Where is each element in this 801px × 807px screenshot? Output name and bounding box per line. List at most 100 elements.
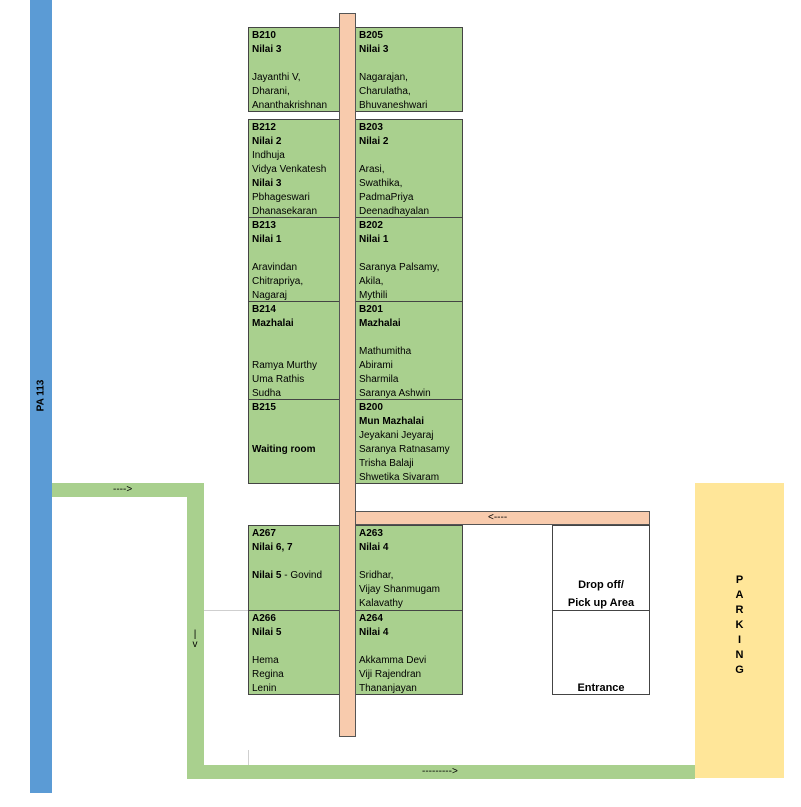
parking-letter: G bbox=[735, 664, 744, 676]
room-person: Dhanasekaran bbox=[252, 206, 318, 217]
path-vertical bbox=[187, 483, 204, 779]
room-group: Mun Mazhalai bbox=[359, 416, 425, 427]
room-person: Akila, bbox=[359, 276, 384, 287]
room-b213: B213 Nilai 1 Aravindan Chitrapriya, Naga… bbox=[248, 217, 340, 302]
room-person bbox=[252, 345, 336, 359]
road-label: PA 113 bbox=[35, 379, 47, 411]
room-person: Sudha bbox=[252, 388, 281, 399]
room-number: B215 bbox=[252, 402, 276, 413]
room-person: Viji Rajendran bbox=[359, 669, 422, 680]
arrow-down: |v bbox=[192, 629, 198, 650]
room-person bbox=[359, 555, 459, 569]
parking-letter: P bbox=[735, 574, 744, 586]
room-person bbox=[359, 247, 459, 261]
room-person: Dharani, bbox=[252, 86, 290, 97]
room-group: Nilai 5 bbox=[252, 570, 282, 581]
room-number: B201 bbox=[359, 304, 383, 315]
room-number: A266 bbox=[252, 613, 276, 624]
room-person bbox=[252, 640, 336, 654]
room-b212: B212 Nilai 2 Indhuja Vidya Venkatesh Nil… bbox=[248, 119, 340, 218]
room-a267: A267 Nilai 6, 7 Nilai 5 - Govind bbox=[248, 525, 340, 611]
arrow-right-hall: <---- bbox=[488, 512, 508, 523]
room-number: A267 bbox=[252, 528, 276, 539]
room-group: Mazhalai bbox=[252, 318, 294, 329]
room-number: B205 bbox=[359, 30, 383, 41]
room-group: Nilai 3 bbox=[252, 44, 282, 55]
room-number: B214 bbox=[252, 304, 276, 315]
guide-line-horizontal bbox=[204, 610, 249, 611]
parking-letter: R bbox=[735, 604, 744, 616]
room-person: Thananjayan bbox=[359, 683, 417, 694]
guide-line-vertical bbox=[248, 750, 249, 765]
room-person: Arasi, bbox=[359, 164, 385, 175]
room-b210: B210 Nilai 3 Jayanthi V, Dharani, Ananth… bbox=[248, 27, 340, 112]
road-label-container: PA 113 bbox=[30, 360, 52, 430]
room-number: B203 bbox=[359, 122, 383, 133]
room-person: Chitrapriya, bbox=[252, 276, 304, 287]
room-b214: B214 Mazhalai Ramya Murthy Uma Rathis Su… bbox=[248, 301, 340, 400]
room-group: Nilai 2 bbox=[359, 136, 389, 147]
room-person: Jeyakani Jeyaraj bbox=[359, 430, 434, 441]
room-b215: B215 Waiting room bbox=[248, 399, 340, 484]
room-group: Nilai 2 bbox=[252, 136, 282, 147]
room-person: Aravindan bbox=[252, 262, 298, 273]
room-person: Shwetika Sivaram bbox=[359, 472, 440, 483]
room-person: PadmaPriya bbox=[359, 192, 414, 203]
room-group: Nilai 4 bbox=[359, 627, 389, 638]
room-blank bbox=[252, 415, 336, 429]
room-person: Nagarajan, bbox=[359, 72, 408, 83]
room-number: B212 bbox=[252, 122, 276, 133]
hallway-vertical bbox=[339, 13, 356, 737]
room-person: Mathumitha bbox=[359, 346, 412, 357]
room-group-line: Nilai 5 - Govind bbox=[252, 569, 336, 583]
parking-area: P A R K I N G bbox=[695, 483, 784, 778]
room-a263: A263 Nilai 4 Sridhar, Vijay Shanmugam Ka… bbox=[355, 525, 463, 611]
room-b201: B201 Mazhalai Mathumitha Abirami Sharmil… bbox=[355, 301, 463, 400]
room-group: Nilai 6, 7 bbox=[252, 542, 293, 553]
room-person: Nagaraj bbox=[252, 290, 288, 301]
room-person: Mythili bbox=[359, 290, 388, 301]
room-person: Sharmila bbox=[359, 374, 399, 385]
parking-letter: N bbox=[735, 649, 744, 661]
room-person: Lenin bbox=[252, 683, 277, 694]
room-person: Saranya Ratnasamy bbox=[359, 444, 450, 455]
room-person bbox=[359, 331, 459, 345]
room-person: Deenadhayalan bbox=[359, 206, 430, 217]
room-group: Waiting room bbox=[252, 444, 316, 455]
room-person: Uma Rathis bbox=[252, 374, 305, 385]
room-b200: B200 Mun Mazhalai Jeyakani Jeyaraj Saran… bbox=[355, 399, 463, 484]
path-bottom-horizontal bbox=[187, 765, 695, 779]
room-number: B202 bbox=[359, 220, 383, 231]
room-person: Swathika, bbox=[359, 178, 403, 189]
room-person bbox=[252, 57, 336, 71]
entrance-label: Entrance bbox=[577, 682, 625, 694]
room-person bbox=[359, 640, 459, 654]
room-number: A263 bbox=[359, 528, 383, 539]
room-person: Jayanthi V, bbox=[252, 72, 301, 83]
parking-letter: K bbox=[735, 619, 744, 631]
room-person: Kalavathy bbox=[359, 598, 403, 609]
room-group: Nilai 3 bbox=[252, 178, 282, 189]
room-person: Saranya Palsamy, bbox=[359, 262, 440, 273]
room-group: Nilai 1 bbox=[359, 234, 389, 245]
parking-letter: I bbox=[737, 634, 742, 646]
room-person: - Govind bbox=[281, 570, 323, 581]
room-person: Ananthakrishnan bbox=[252, 100, 328, 111]
room-person: Ramya Murthy bbox=[252, 360, 318, 371]
room-person bbox=[252, 247, 336, 261]
room-person: Trisha Balaji bbox=[359, 458, 414, 469]
room-person: Bhuvaneshwari bbox=[359, 100, 428, 111]
arrow-top-left: ----> bbox=[113, 484, 133, 495]
dropoff-label-1: Drop off/ bbox=[578, 579, 624, 591]
room-person: Charulatha, bbox=[359, 86, 411, 97]
dropoff-label-2: Pick up Area bbox=[567, 597, 635, 609]
room-person: Indhuja bbox=[252, 150, 285, 161]
room-group: Nilai 1 bbox=[252, 234, 282, 245]
dropoff-area: Drop off/ Pick up Area bbox=[552, 525, 650, 611]
parking-letter: A bbox=[735, 589, 744, 601]
room-person: Abirami bbox=[359, 360, 393, 371]
room-person bbox=[359, 149, 459, 163]
room-number: B210 bbox=[252, 30, 276, 41]
road-pa-113 bbox=[30, 0, 52, 793]
room-person: Vidya Venkatesh bbox=[252, 164, 327, 175]
